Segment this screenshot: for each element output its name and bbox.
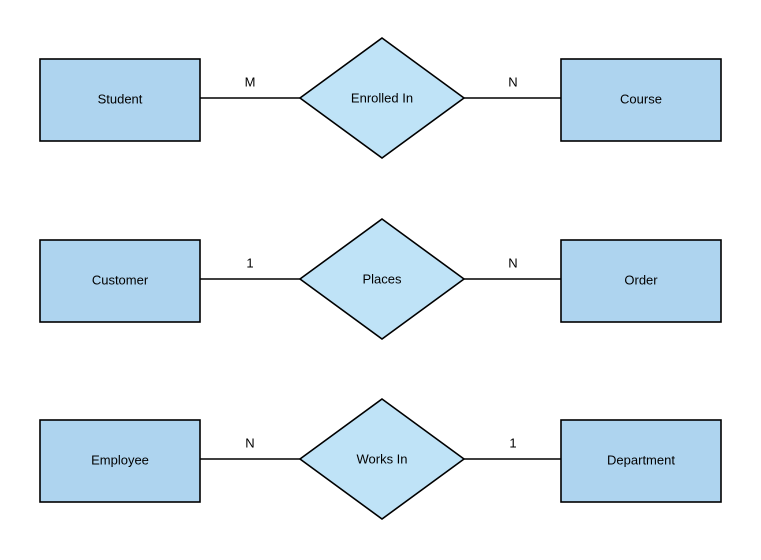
relationship-diamond-enrolled-in[interactable]	[298, 37, 466, 159]
cardinality-label-enrolled-in-course: N	[508, 74, 518, 90]
entity-label-customer: Customer	[91, 272, 149, 288]
cardinality-label-student-enrolled-in: M	[244, 74, 256, 90]
entity-box-student[interactable]	[39, 58, 201, 142]
entity-label-department: Department	[607, 452, 675, 468]
entity-box-employee[interactable]	[39, 419, 201, 503]
entity-label-employee: Employee	[91, 452, 149, 468]
relationship-diamond-works-in[interactable]	[298, 398, 466, 520]
entity-label-order: Order	[624, 272, 658, 288]
entity-box-order[interactable]	[560, 239, 722, 323]
cardinality-label-employee-works-in: N	[245, 435, 255, 451]
entity-label-student: Student	[97, 91, 143, 107]
relationship-label-works-in: Works In	[356, 451, 408, 467]
cardinality-label-works-in-department: 1	[509, 435, 517, 451]
entity-box-department[interactable]	[560, 419, 722, 503]
relationship-diamond-places[interactable]	[298, 218, 466, 340]
relationship-group-places	[39, 218, 722, 340]
cardinality-label-places-order: N	[508, 255, 518, 271]
relationship-label-places: Places	[362, 271, 402, 287]
relationship-label-enrolled-in: Enrolled In	[350, 90, 414, 106]
relationship-group-works-in	[39, 398, 722, 520]
entity-label-course: Course	[620, 91, 662, 107]
relationship-group-enrolled-in	[39, 37, 722, 159]
entity-box-course[interactable]	[560, 58, 722, 142]
cardinality-label-customer-places: 1	[246, 255, 254, 271]
entity-box-customer[interactable]	[39, 239, 201, 323]
